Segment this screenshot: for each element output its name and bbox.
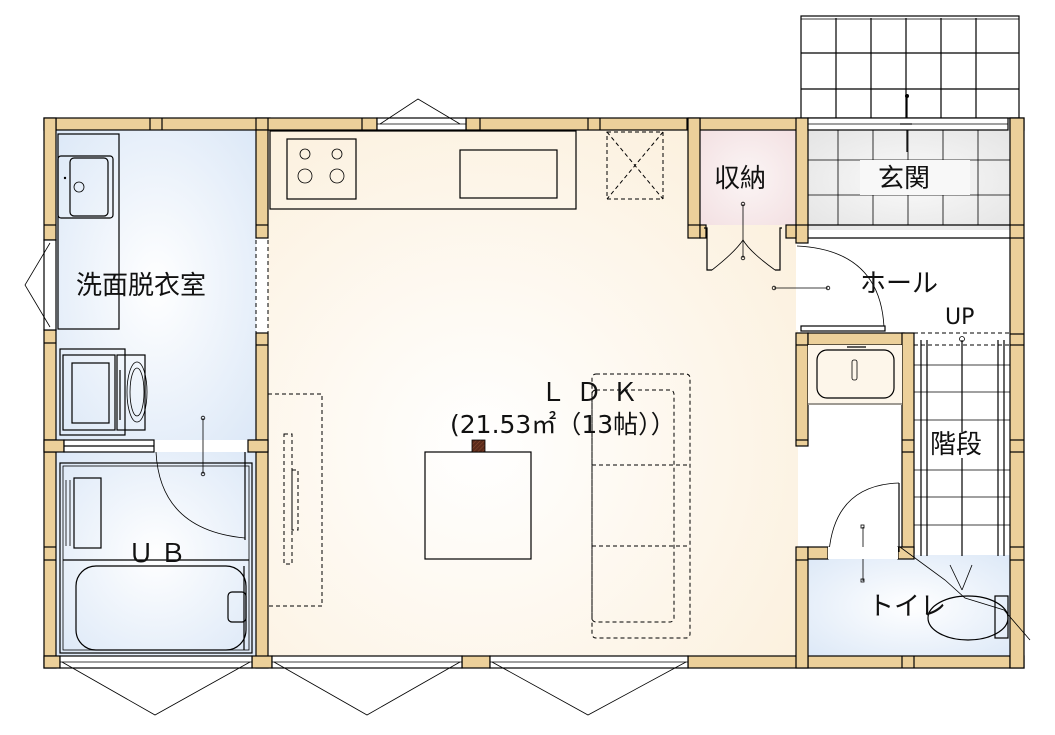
stairs-direction-label: UP: [945, 305, 975, 330]
room-label-washroom: 洗面脱衣室: [76, 271, 207, 301]
storage-doors: [704, 201, 782, 271]
room-label-entrance: 玄関: [878, 164, 931, 194]
washroom-floor: [56, 130, 256, 440]
room-label-ldk-area: (21.53㎡（13帖））: [450, 410, 676, 439]
room-label-unit-bath: ＵＢ: [128, 539, 193, 569]
hall-floor: [796, 238, 1014, 330]
washroom-fixtures: [57, 133, 206, 477]
unit-bath-floor: [56, 452, 256, 657]
porch-tiles: [800, 15, 1020, 152]
storage-floor: [700, 130, 796, 225]
hall-fixtures: [771, 245, 886, 332]
entrance-tiles: [808, 130, 1014, 225]
toilet-floor: [808, 555, 1014, 657]
kitchen-fixtures: [269, 130, 664, 210]
unit-bath-fixtures: [59, 451, 253, 654]
room-label-ldk: ＬＤＫ: [540, 378, 649, 408]
room-label-storage: 収納: [714, 164, 767, 194]
room-label-toilet: トイレ: [868, 592, 947, 622]
toilet-fixtures: [828, 482, 1031, 641]
room-label-hall: ホール: [860, 269, 939, 299]
windows: [24, 98, 689, 716]
room-label-stairs: 階段: [930, 430, 983, 460]
vanity-sink: [808, 345, 902, 405]
ldk-furniture: [267, 373, 691, 639]
walls: [43, 117, 1025, 669]
